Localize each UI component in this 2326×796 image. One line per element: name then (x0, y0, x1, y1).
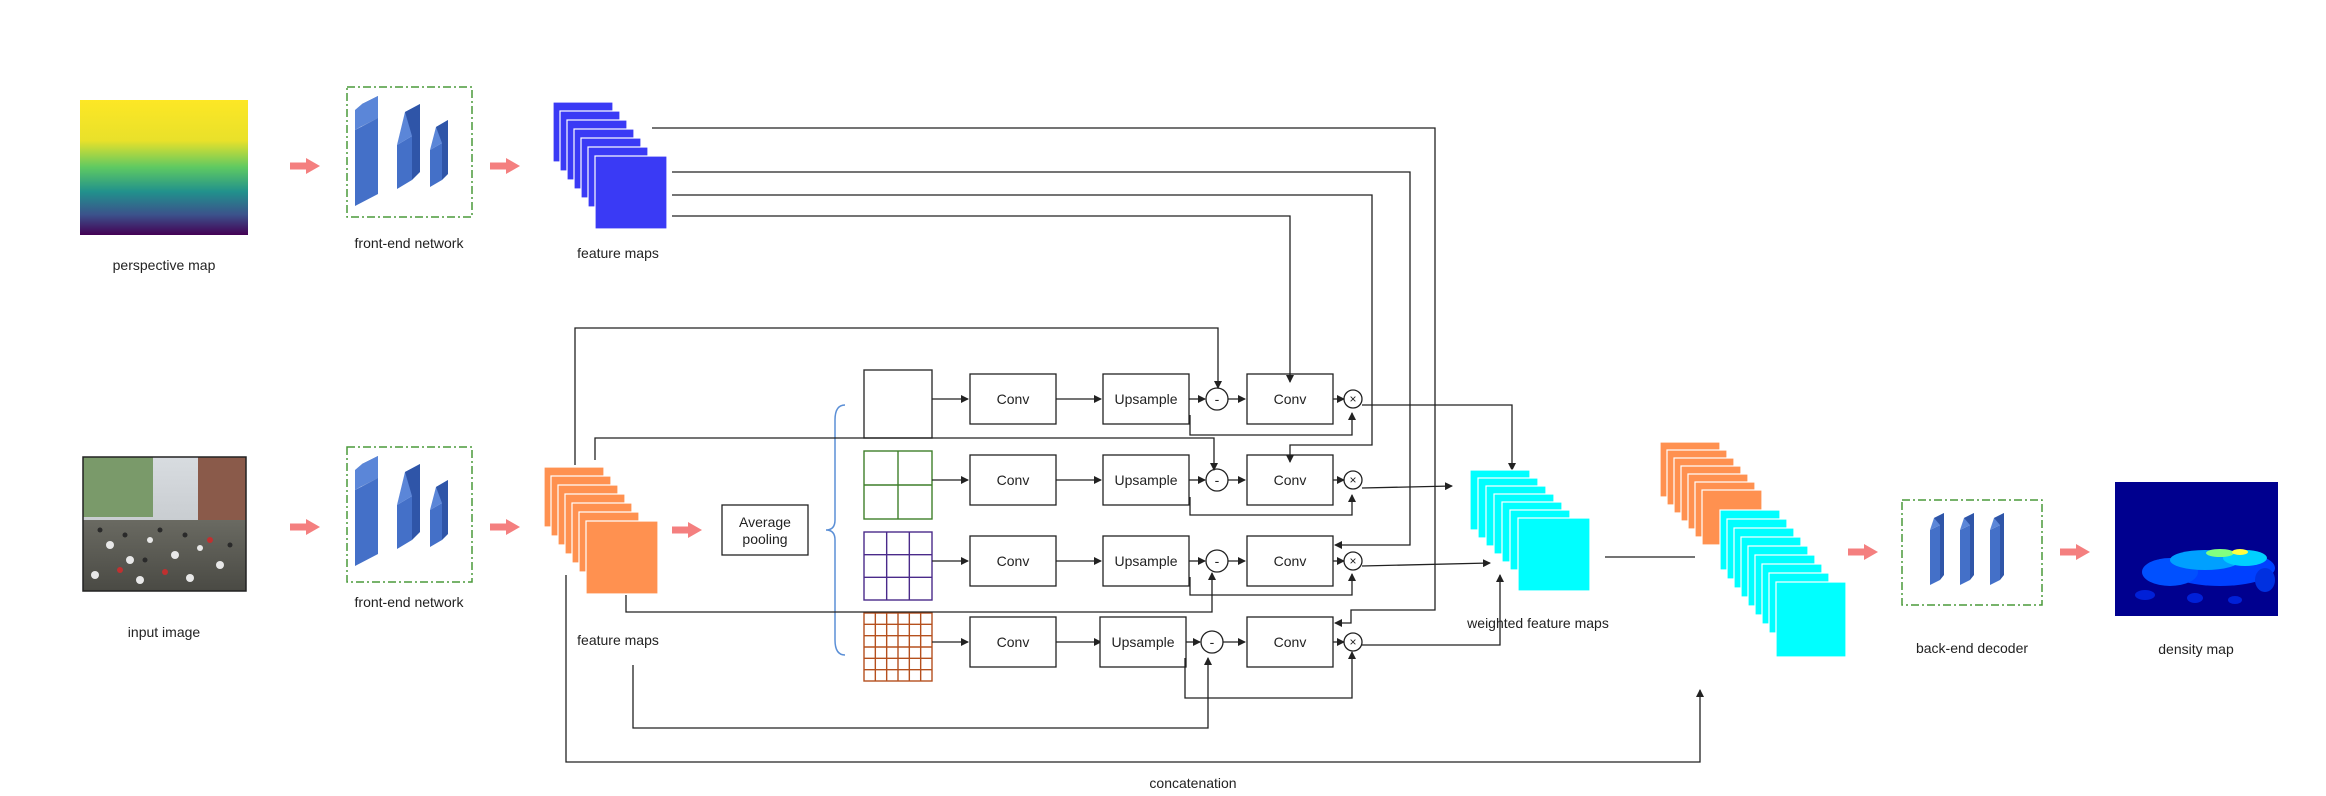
branch-4-upsample-label: Upsample (1111, 634, 1174, 650)
cyan-feature-map-7 (1517, 517, 1591, 592)
density-map-image (2115, 482, 2278, 616)
branch-4-multiply-label: × (1349, 635, 1356, 649)
branch-4-conv-box (969, 616, 1057, 668)
input-image (82, 456, 247, 592)
branch-4: Conv Upsample - Conv × (863, 612, 1363, 682)
concatenation-label: concatenation (1149, 775, 1236, 791)
frontend-top-label: front-end network (355, 235, 465, 251)
branch-3-upsample-label: Upsample (1114, 553, 1177, 569)
branch-3-conv2-label: Conv (1274, 553, 1307, 569)
feature-maps-bottom-stack (543, 466, 659, 595)
pooling-grid-1x1 (863, 369, 933, 439)
branch-3: Conv Upsample - Conv × (863, 531, 1363, 601)
branch-2-conv2-label: Conv (1274, 472, 1307, 488)
branch-3-upsample-box (1102, 535, 1190, 587)
weighted-feature-maps-stack (1469, 469, 1591, 592)
branch-1-conv2-label: Conv (1274, 391, 1307, 407)
branch-1-subtract-label: - (1215, 391, 1220, 407)
backend-decoder-label: back-end decoder (1916, 640, 2028, 656)
frontend-network-bottom (346, 446, 473, 583)
branch-1-multiply-label: × (1349, 392, 1356, 406)
branch-4-subtract-label: - (1210, 634, 1215, 650)
average-pooling-box (721, 504, 809, 556)
branch-4-conv2-label: Conv (1274, 634, 1307, 650)
feature-maps-bottom-label: feature maps (577, 632, 659, 648)
frontend-bottom-label: front-end network (355, 594, 465, 610)
branch-1-conv-label: Conv (997, 391, 1030, 407)
frontend-network-top (346, 86, 473, 218)
branch-bracket (825, 404, 846, 656)
backend-decoder (1901, 499, 2043, 606)
frontend-bottom-blocks (355, 456, 448, 566)
average-pooling-line2: pooling (742, 531, 787, 547)
concat-cyan-map-9 (1775, 581, 1847, 658)
frontend-top-blocks (355, 96, 448, 206)
blue-feature-map-7 (594, 155, 668, 230)
input-image-label: input image (128, 624, 201, 640)
pooling-grid-2x2 (863, 450, 933, 520)
pooling-grid-3x3 (863, 531, 933, 601)
branch-3-conv-box (969, 535, 1057, 587)
branch-2-multiply-label: × (1349, 473, 1356, 487)
orange-feature-map-7 (585, 520, 659, 595)
branch-4-conv2-box (1246, 616, 1334, 668)
branch-1-conv-box (969, 373, 1057, 425)
density-map-label: density map (2158, 641, 2234, 657)
branch-2: Conv Upsample - Conv × (863, 450, 1363, 520)
branch-3-conv2-box (1246, 535, 1334, 587)
branch-3-subtract-label: - (1215, 553, 1220, 569)
branch-4-upsample-box (1099, 616, 1187, 668)
frontend-bottom-frame (346, 446, 473, 583)
average-pooling-line1: Average (739, 514, 791, 530)
branch-3-multiply-label: × (1349, 554, 1356, 568)
branch-3-conv-label: Conv (997, 553, 1030, 569)
branch-3-multiply-op (1343, 551, 1363, 571)
branch-1-upsample-label: Upsample (1114, 391, 1177, 407)
backend-decoder-blocks (1930, 513, 2004, 585)
top-feature-connections (652, 127, 1436, 627)
branch-2-multiply-op (1343, 470, 1363, 490)
branch-2-conv-box (969, 454, 1057, 506)
perspective-map-label: perspective map (113, 257, 216, 273)
weighted-feature-maps-label: weighted feature maps (1466, 615, 1609, 631)
branch-2-conv2-box (1246, 454, 1334, 506)
skip-connections (565, 327, 1704, 763)
branch-2-subtract-label: - (1215, 472, 1220, 488)
feature-maps-top-stack (552, 101, 668, 230)
branch-1-multiply-op (1343, 389, 1363, 409)
feature-maps-top-label: feature maps (577, 245, 659, 261)
backend-decoder-frame (1901, 499, 2043, 606)
branch-2-conv-label: Conv (997, 472, 1030, 488)
perspective-map-image (80, 100, 248, 235)
branch-4-conv-label: Conv (997, 634, 1030, 650)
branch-1-upsample-box (1102, 373, 1190, 425)
frontend-top-frame (346, 86, 473, 218)
branch-1: Conv Upsample - Conv × (863, 369, 1363, 439)
weighting-paths (1184, 404, 1516, 699)
branch-2-upsample-label: Upsample (1114, 472, 1177, 488)
pooling-grid-6x6 (863, 612, 933, 682)
concatenated-cyan-stack (1719, 509, 1847, 658)
